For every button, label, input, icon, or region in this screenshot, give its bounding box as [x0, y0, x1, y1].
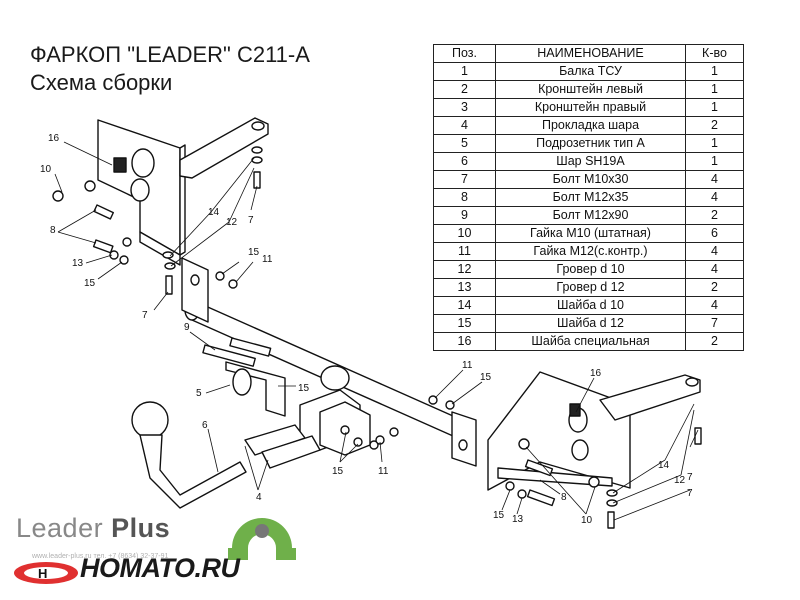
cell-name: Шар SH19A [495, 152, 686, 171]
callout-labels: 16 10 8 13 15 14 12 7 15 11 7 9 5 15 6 4… [40, 133, 693, 526]
cell-name: Прокладка шара [495, 116, 686, 135]
callout-15: 15 [493, 510, 505, 521]
left-bracket [97, 117, 269, 266]
brand-name-left: Leader [16, 513, 112, 543]
callout-10: 10 [581, 515, 593, 526]
callout-14: 14 [658, 460, 670, 471]
cell-pos: 11 [433, 242, 496, 261]
partner-name: HOMATO.RU [80, 553, 240, 583]
callout-15: 15 [248, 247, 260, 258]
tow-ball [131, 401, 247, 509]
callout-16: 16 [590, 368, 602, 379]
cell-name: Гайка М10 (штатная) [495, 224, 686, 243]
callout-13: 13 [72, 258, 84, 269]
callout-4: 4 [256, 492, 262, 503]
col-header-pos: Поз. [433, 44, 496, 63]
brand-name: Leader Plus [16, 513, 170, 544]
callout-15: 15 [480, 372, 492, 383]
svg-text:H: H [38, 566, 47, 581]
socket-plate [225, 361, 286, 417]
callout-5: 5 [196, 388, 202, 399]
callout-16: 16 [48, 133, 60, 144]
leader-plus-logo-icon [228, 518, 296, 560]
callout-7: 7 [142, 310, 148, 321]
callout-8: 8 [50, 225, 56, 236]
callout-11: 11 [378, 466, 389, 477]
callout-8: 8 [561, 492, 567, 503]
cell-name: Шайба специальная [495, 332, 686, 351]
page-subtitle: Схема сборки [30, 70, 173, 95]
website-text: www.leader-plus.ru тел. +7 (8634) 32-37-… [32, 553, 169, 560]
callout-6: 6 [202, 420, 208, 431]
callout-7: 7 [687, 472, 693, 483]
cell-name: Подрозетник тип А [495, 134, 686, 153]
callout-15: 15 [298, 383, 310, 394]
cell-qty: 2 [685, 332, 744, 351]
callout-12: 12 [226, 217, 238, 228]
cell-pos: 16 [433, 332, 496, 351]
callout-13: 13 [512, 514, 524, 525]
callout-7: 7 [248, 215, 254, 226]
cell-name: Кронштейн левый [495, 80, 686, 99]
callout-15: 15 [84, 278, 96, 289]
page-title: ФАРКОП "LEADER" C211-A [30, 42, 310, 67]
callout-10: 10 [40, 164, 52, 175]
fasteners [52, 146, 702, 529]
callout-7: 7 [687, 488, 693, 499]
callout-12: 12 [674, 475, 686, 486]
callout-11: 11 [262, 254, 273, 265]
cell-qty: 1 [685, 134, 744, 153]
table-header-row: Поз. НАИМЕНОВАНИЕ К-во [433, 44, 744, 63]
callout-15: 15 [332, 466, 344, 477]
cell-qty: 4 [685, 296, 744, 315]
homato-logo-icon: H [14, 562, 78, 584]
brand-name-bold: Plus [111, 513, 171, 543]
callout-11: 11 [462, 360, 473, 371]
cell-name: Болт М12х90 [495, 206, 686, 225]
callout-14: 14 [208, 207, 220, 218]
right-bracket [487, 371, 701, 491]
callout-9: 9 [184, 322, 190, 333]
leader-lines [54, 141, 699, 521]
